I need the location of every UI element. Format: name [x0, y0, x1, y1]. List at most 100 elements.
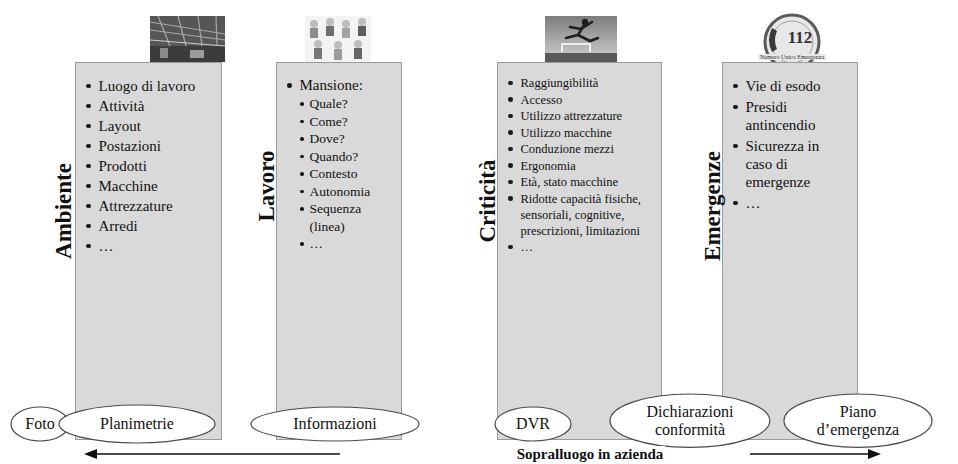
bullet-item: Attrezzature	[86, 196, 215, 216]
ellipse-text-holder: Piano d’emergenza	[783, 393, 933, 448]
bullet-dot	[86, 224, 91, 229]
bullet-dot	[86, 204, 91, 209]
document-ellipse: Informazioni	[250, 406, 420, 442]
document-ellipse: Dichiarazioni conformità	[609, 393, 771, 448]
topic-panel: AmbienteLuogo di lavoroAttivitàLayoutPos…	[75, 62, 222, 440]
topic-panel: EmergenzeVie di esodoPresidi antincendio…	[722, 62, 858, 440]
list-text: Layout	[99, 116, 142, 136]
bullet-dot	[733, 84, 738, 89]
list-text: Ridotte capacità fisiche, sensoriali, co…	[521, 191, 656, 239]
list-text: Vie di esodo	[746, 77, 821, 95]
list-text: …	[746, 194, 761, 212]
document-label: Dichiarazioni conformità	[635, 403, 745, 439]
bullet-dot	[300, 155, 304, 159]
list-text: Utilizzo macchine	[521, 125, 612, 141]
list-text: Utilizzo attrezzature	[521, 108, 623, 124]
document-ellipse: Planimetrie	[58, 404, 216, 444]
arrow-label: Sopralluogo in azienda	[515, 446, 666, 463]
bullet-dot	[733, 105, 738, 110]
emergency-logo	[765, 15, 819, 69]
list-text: Ergonomia	[521, 158, 576, 174]
bullet-dot	[300, 242, 304, 246]
bullet-dot	[733, 144, 738, 149]
bullet-dot	[508, 163, 513, 168]
document-ellipse: DVR	[494, 406, 572, 442]
bullet-dot	[300, 207, 304, 211]
list-text: Autonomia	[310, 183, 371, 201]
logo-caption: Numero Unico Emergenza	[758, 54, 826, 61]
list-text: Sicurezza in caso di emergenze	[746, 137, 841, 191]
ellipse-text-holder: DVR	[494, 406, 572, 442]
document-label: DVR	[516, 415, 550, 433]
bullet-item: Contesto	[300, 165, 395, 183]
bullet-dot	[86, 244, 91, 249]
bullet-dot	[86, 84, 91, 89]
list-text: Raggiungibilità	[521, 75, 599, 91]
list-text: Presidi antincendio	[746, 98, 841, 134]
topic-panel: LavoroMansione:Quale?Come?Dove?Quando?Co…	[276, 62, 402, 440]
bullet-dot	[300, 172, 304, 176]
bullet-dot	[287, 83, 292, 88]
bullet-dot	[86, 164, 91, 169]
bullet-list: Vie di esodoPresidi antincendioSicurezza…	[723, 63, 857, 212]
list-text: Dove?	[310, 130, 345, 148]
document-label: Piano d’emergenza	[811, 403, 906, 439]
list-text: Prodotti	[99, 156, 147, 176]
bullet-item: Prodotti	[86, 156, 215, 176]
bullet-item: Utilizzo macchine	[508, 125, 655, 141]
bullet-item: Accesso	[508, 92, 655, 108]
bullet-item: Attività	[86, 96, 215, 116]
bullet-item: Raggiungibilità	[508, 75, 655, 91]
bullet-item: Ergonomia	[508, 158, 655, 174]
bullet-dot	[733, 201, 738, 206]
document-label: Foto	[25, 415, 54, 433]
panel-title: Ambiente	[52, 163, 75, 259]
bullet-item: Mansione:	[287, 76, 395, 95]
bullet-dot	[508, 245, 513, 250]
bullet-dot	[86, 144, 91, 149]
panel-title: Criticità	[476, 159, 499, 242]
bullet-item: Autonomia	[300, 183, 395, 201]
bullet-item: Come?	[300, 113, 395, 131]
hurdle-photo	[545, 16, 617, 62]
bullet-dot	[508, 97, 513, 102]
list-text: Arredi	[99, 216, 138, 236]
ellipse-text-holder: Informazioni	[250, 406, 420, 442]
panel-title: Lavoro	[255, 150, 278, 221]
list-text: Macchine	[99, 176, 158, 196]
list-text: Attività	[99, 96, 145, 116]
list-text: …	[99, 236, 114, 256]
ellipse-text-holder: Dichiarazioni conformità	[609, 393, 771, 448]
bullet-dot	[300, 120, 304, 124]
list-text: Postazioni	[99, 136, 162, 156]
figurines-photo	[305, 16, 371, 62]
bullet-item: Ridotte capacità fisiche, sensoriali, co…	[508, 191, 655, 239]
bullet-dot	[508, 147, 513, 152]
list-text: …	[521, 239, 534, 255]
list-text: Contesto	[310, 165, 358, 183]
bullet-list: Mansione:Quale?Come?Dove?Quando?Contesto…	[277, 63, 401, 253]
bullet-item: Quale?	[300, 95, 395, 113]
document-ellipse: Piano d’emergenza	[783, 393, 933, 448]
bullet-dot	[86, 104, 91, 109]
bullet-item: Utilizzo attrezzature	[508, 108, 655, 124]
bullet-item: Layout	[86, 116, 215, 136]
list-text: …	[310, 235, 324, 253]
list-text: Come?	[310, 113, 348, 131]
list-text: Accesso	[521, 92, 563, 108]
bullet-item: Presidi antincendio	[733, 98, 851, 134]
bullet-dot	[300, 137, 304, 141]
bullet-dot	[508, 180, 513, 185]
bullet-dot	[300, 102, 304, 106]
list-text: Età, stato macchine	[521, 174, 619, 190]
bullet-dot	[508, 130, 513, 135]
document-label: Planimetrie	[100, 415, 174, 433]
bullet-dot	[508, 114, 513, 119]
bullet-item: …	[300, 235, 395, 253]
bullet-item: Sicurezza in caso di emergenze	[733, 137, 851, 191]
bullet-item: Macchine	[86, 176, 215, 196]
bullet-item: Arredi	[86, 216, 215, 236]
bullet-item: …	[86, 236, 215, 256]
bullet-item: Età, stato macchine	[508, 174, 655, 190]
